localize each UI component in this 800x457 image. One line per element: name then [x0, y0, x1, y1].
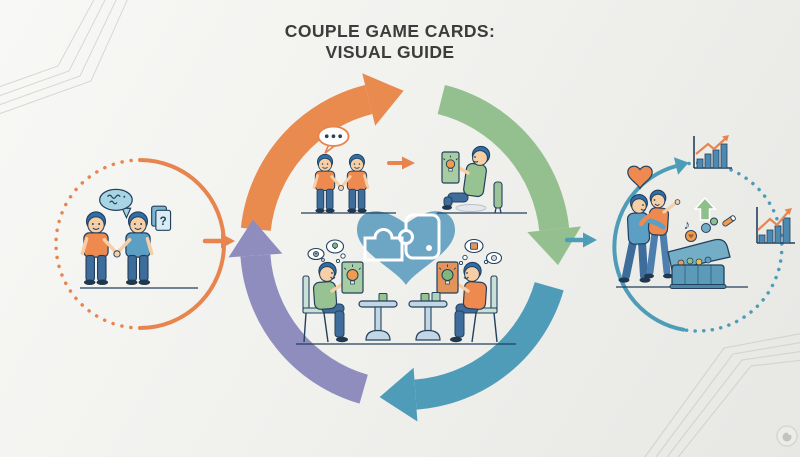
cycle-arrowhead-purple: [228, 219, 283, 258]
scribble-speech-bubble-icon: [99, 188, 133, 220]
cycle-step-answers-card: [436, 238, 503, 343]
trend-chart-rising-icon: [756, 207, 795, 244]
photo-icon: [470, 242, 478, 250]
flow-arrow-talk-to-card: [387, 156, 415, 170]
page-title: COUPLE GAME CARDS: VISUAL GUIDE: [0, 21, 780, 63]
coin-icon: [490, 254, 497, 261]
title-line-2: VISUAL GUIDE: [325, 42, 455, 62]
dots-speech-bubble-icon: [317, 125, 350, 154]
cycle-arc-teal: [414, 281, 564, 410]
cycle-arrowhead-teal: [379, 367, 418, 422]
growth-up-arrow-icon: [693, 196, 717, 221]
flow-arrow-left-to-cycle: [202, 233, 235, 249]
left-circle-solid-arc: [138, 158, 226, 330]
thought-bubbles-right: [458, 238, 503, 266]
sitting-reader: [442, 145, 491, 210]
cafe-tables: [296, 292, 516, 345]
heart-puzzle-icon: [357, 211, 455, 285]
flow-arrow-cycle-to-right: [564, 232, 597, 248]
idea-card-green-icon: [341, 261, 364, 294]
treasure-goodies: ♪: [684, 215, 736, 242]
left-stage-circle: ?: [54, 158, 226, 330]
question-cards-icon: ?: [151, 205, 172, 231]
watermark-logo-icon: [776, 425, 798, 447]
cycle-arc-green: [437, 84, 570, 232]
treasure-chest-icon: [667, 238, 731, 289]
chair: [471, 275, 498, 343]
corner-decor-lines-bottom-right: [644, 333, 800, 457]
idea-card-orange-icon: [436, 261, 459, 294]
question-mark-label: ?: [160, 216, 167, 228]
music-note-icon: ♪: [684, 217, 691, 232]
idea-card-green-icon: [441, 151, 460, 184]
thought-bubbles-left: [307, 239, 346, 264]
table-left: [358, 293, 398, 341]
right-stage-circle: ♪: [612, 135, 795, 333]
cycle-arc-orange: [240, 84, 373, 232]
title-line-1: COUPLE GAME CARDS:: [284, 21, 496, 41]
cycle-arrowhead-orange: [362, 73, 404, 126]
chair: [302, 275, 329, 343]
cycle-arrows: [228, 73, 581, 422]
couple-talking-question-icon: ?: [80, 188, 172, 286]
bar-chart-rising-icon: [693, 135, 732, 169]
chair-back: [493, 181, 503, 209]
table-right: [408, 292, 448, 341]
bulb-icon: [331, 242, 338, 249]
heart-icon: [627, 165, 653, 190]
cycle-arrowhead-green: [527, 226, 581, 266]
hugging-couple-icon: [618, 189, 681, 283]
answering-partner-right: [450, 261, 488, 343]
cycle-arc-purple: [240, 254, 369, 404]
right-circle-solid-arc: [612, 164, 686, 332]
corner-decor-lines-top-left: [0, 0, 128, 115]
cycle-step-reads-card: [437, 145, 527, 214]
cycle-step-thinks-card: [302, 239, 364, 343]
cycle-step-couple-talking: [301, 125, 396, 214]
